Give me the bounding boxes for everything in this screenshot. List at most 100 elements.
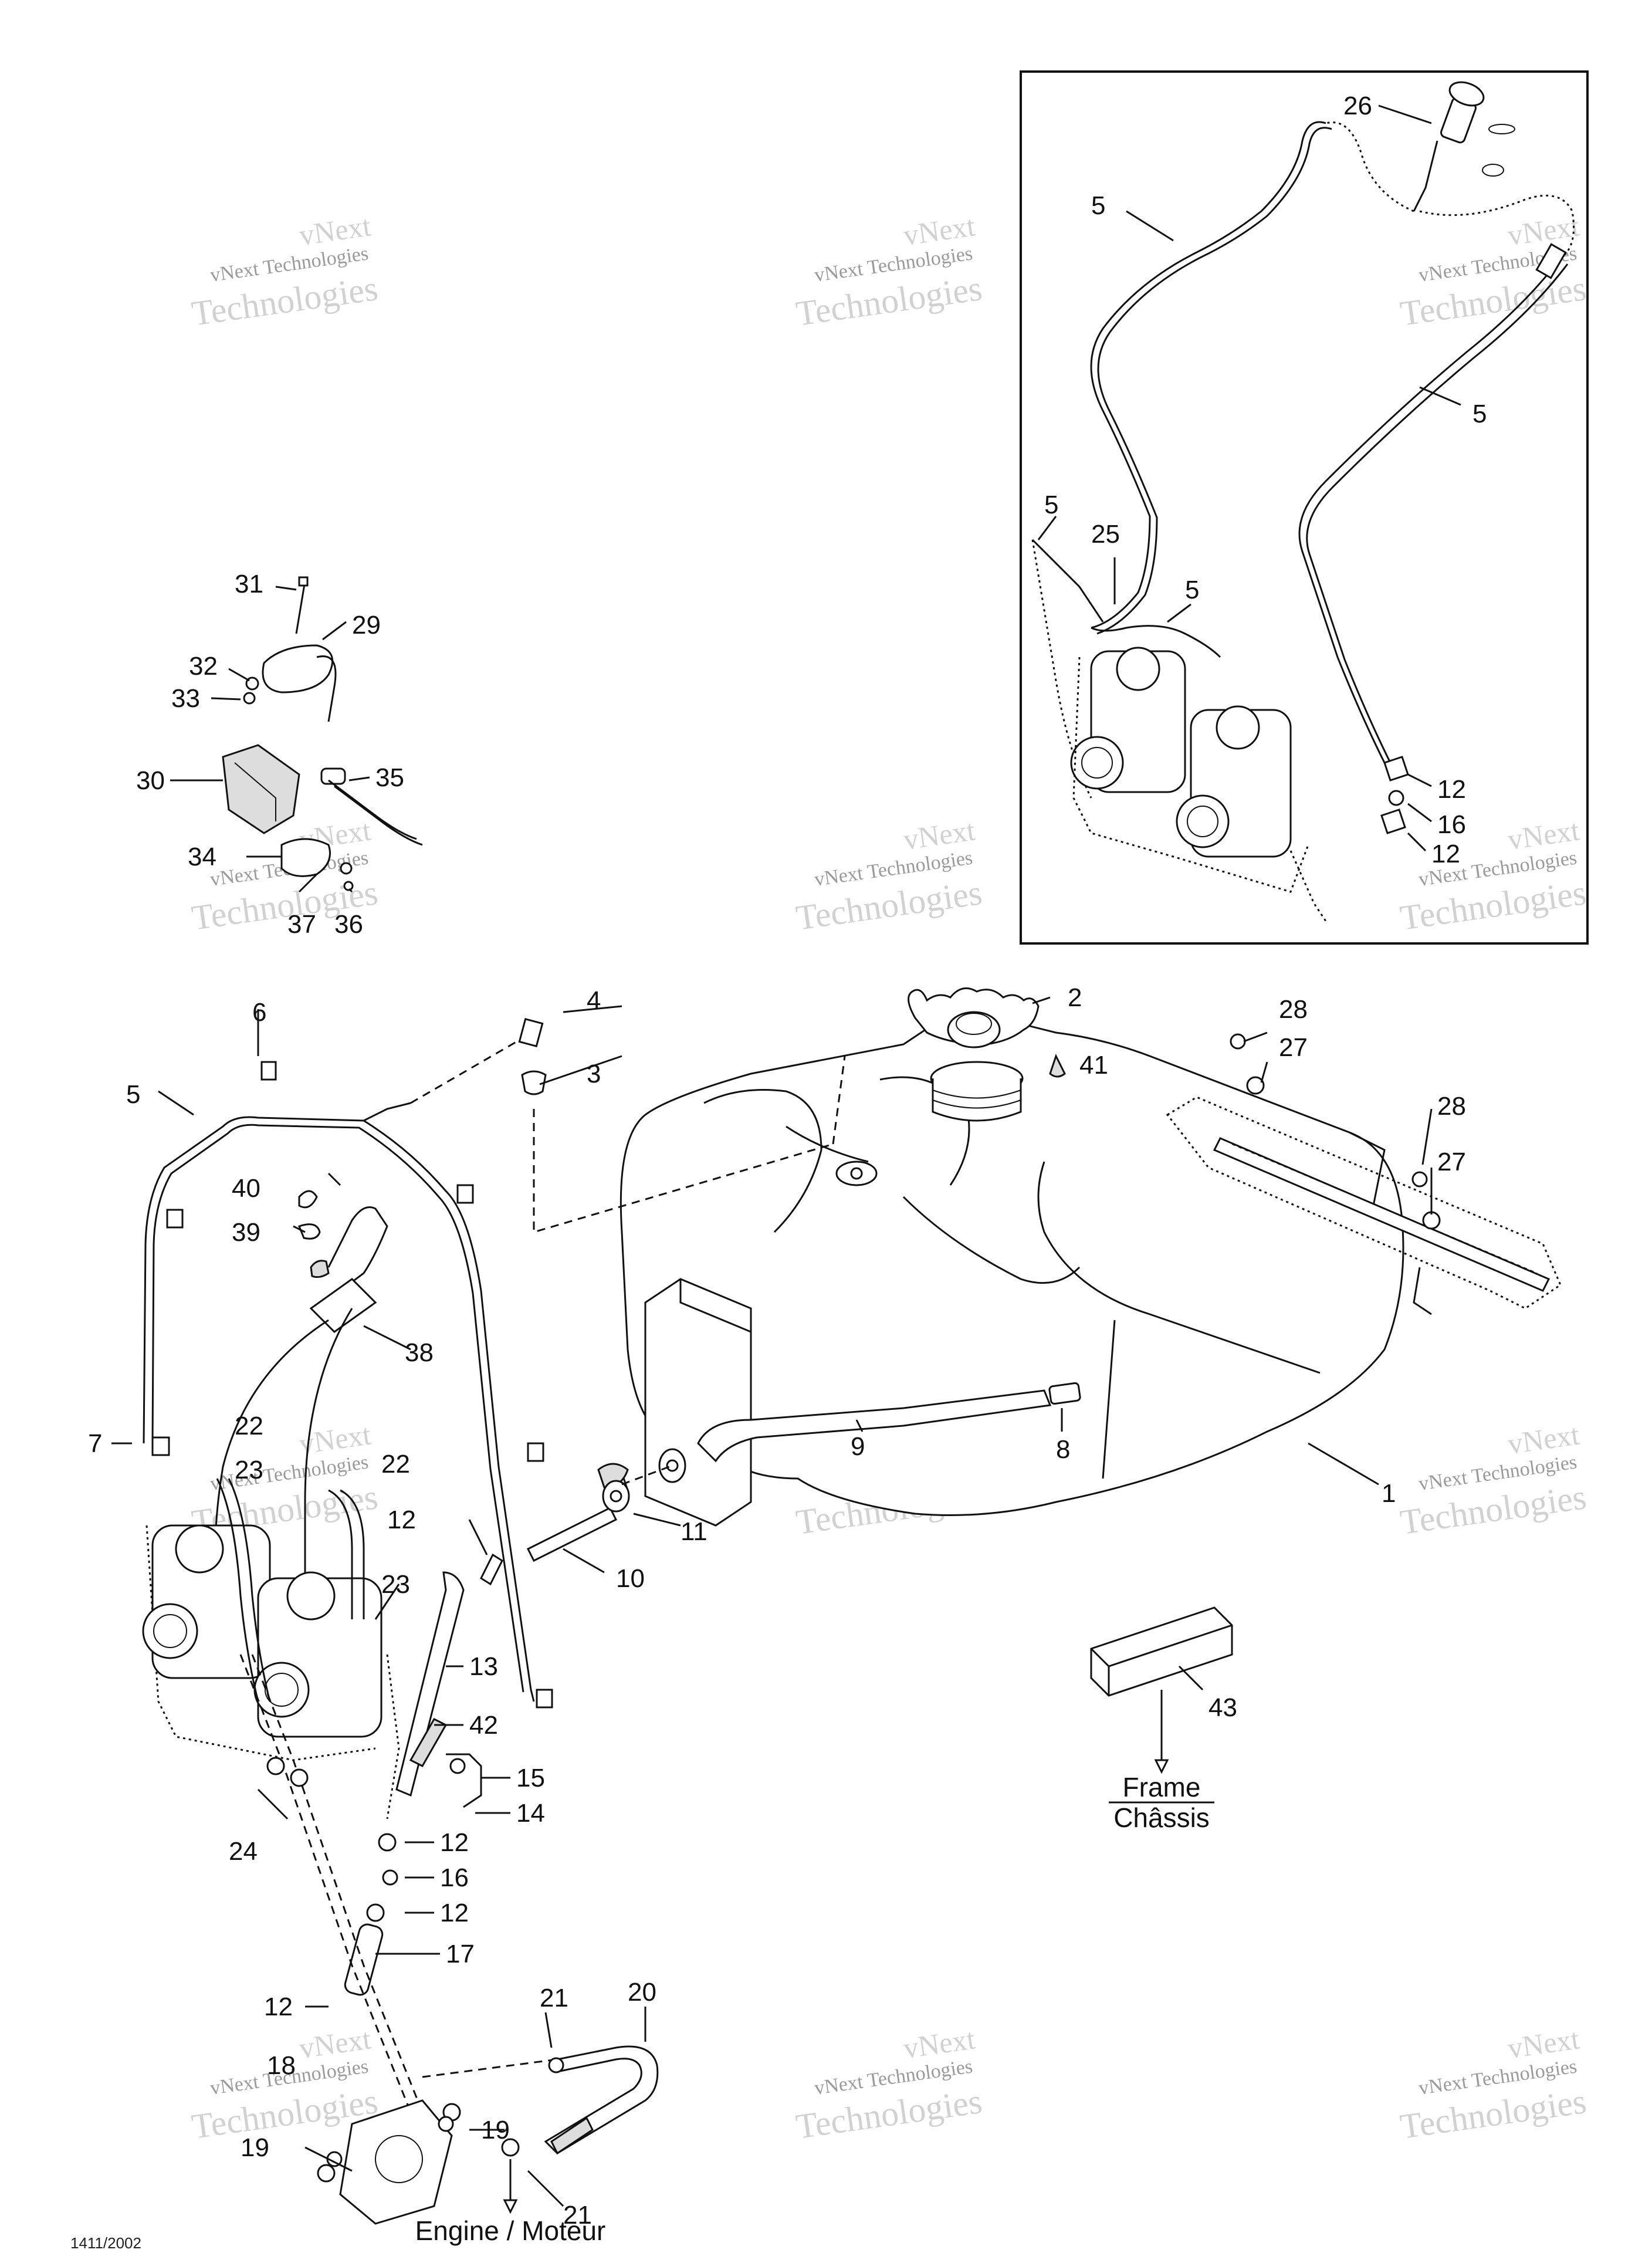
callout-26: 26 (1343, 92, 1372, 120)
cable-clip (527, 1442, 544, 1462)
tank-fitting (526, 1464, 673, 1562)
callout-23: 23 (381, 1570, 410, 1599)
main-carburetors (142, 1478, 400, 1819)
primer-cable (1090, 121, 1326, 629)
callout-32: 32 (189, 652, 218, 681)
callout-14: 14 (516, 1799, 545, 1828)
watermark: vNext Technologies Technologies vNext (1398, 209, 1589, 333)
document-id: 1411/2002 (70, 2234, 141, 2252)
callout-27: 27 (1279, 1033, 1308, 1062)
callout-12: 12 (440, 1828, 469, 1857)
inset-clamps (1380, 756, 1409, 834)
callout-24: 24 (229, 1837, 258, 1866)
engine-caption: Engine / Moteur (415, 2215, 606, 2246)
callout-5: 5 (1472, 400, 1487, 428)
callout-6: 6 (252, 998, 266, 1027)
callout-39: 39 (232, 1218, 260, 1247)
watermark: vNext Technologies Technologies vNext (1398, 814, 1589, 938)
lever-housing (262, 644, 334, 694)
callout-12: 12 (264, 1992, 293, 2021)
callout-7: 7 (88, 1429, 102, 1458)
callout-3: 3 (587, 1060, 601, 1088)
callout-22: 22 (381, 1450, 410, 1479)
primer-cable (1325, 121, 1414, 212)
watermark: vNext Technologies Technologies vNext (189, 209, 380, 333)
callout-38: 38 (405, 1338, 434, 1367)
lever-block (222, 744, 300, 834)
watermark: vNext Technologies Technologies vNext (1398, 2022, 1589, 2146)
callout-31: 31 (235, 570, 263, 598)
callout-27: 27 (1437, 1148, 1466, 1176)
watermark: vNext Technologies Technologies vNext (1398, 1418, 1589, 1542)
callout-34: 34 (188, 843, 216, 871)
callout-43: 43 (1208, 1693, 1237, 1722)
callout-10: 10 (616, 1564, 645, 1593)
callout-20: 20 (628, 1978, 656, 2007)
callout-42: 42 (469, 1711, 498, 1740)
callout-33: 33 (171, 684, 200, 713)
callout-22: 22 (235, 1412, 263, 1440)
fuel-pickup-line (697, 1389, 1052, 1463)
callout-12: 12 (387, 1506, 416, 1534)
frame-caption: Frame (1123, 1772, 1201, 1802)
captions: Frame Châssis Engine / Moteur 1411/2002 (70, 1772, 1214, 2252)
callouts: 26 5 5 5 25 5 12 16 12 31 29 32 33 30 35… (88, 92, 1487, 2230)
callout-37: 37 (287, 910, 316, 939)
leader-lines (111, 104, 1461, 2207)
cable-clip (166, 1209, 184, 1229)
callout-11: 11 (681, 1517, 707, 1546)
frame-channel (1090, 1606, 1233, 1697)
callout-25: 25 (1091, 520, 1120, 549)
primer-cable (1298, 258, 1562, 763)
watermark: vNext Technologies Technologies vNext (794, 814, 984, 938)
inset-border (1020, 70, 1589, 945)
callout-41: 41 (1079, 1051, 1108, 1080)
choke-lever-assembly (222, 576, 423, 891)
callout-19: 19 (241, 2133, 269, 2162)
callout-35: 35 (375, 763, 404, 792)
callout-36: 36 (334, 910, 363, 939)
primer-knob (1413, 81, 1515, 212)
callout-16: 16 (440, 1863, 469, 1892)
fuel-pump (317, 1463, 659, 2225)
cable-clip (151, 1436, 170, 1456)
callout-8: 8 (1056, 1435, 1070, 1464)
inset-detail (1020, 70, 1589, 945)
inset-carburetors (1031, 539, 1327, 922)
callout-13: 13 (469, 1652, 498, 1681)
callout-28: 28 (1279, 995, 1308, 1024)
chassis-caption: Châssis (1113, 1802, 1210, 1833)
vent-valve (1049, 1054, 1066, 1078)
callout-2: 2 (1068, 983, 1082, 1012)
cable-clip (260, 1061, 277, 1081)
callout-15: 15 (516, 1764, 545, 1792)
callout-28: 28 (1437, 1092, 1466, 1121)
callout-12: 12 (1437, 775, 1466, 804)
callout-23: 23 (235, 1456, 263, 1484)
cable-clip (1535, 243, 1567, 279)
callout-5: 5 (1185, 576, 1199, 604)
callout-21: 21 (563, 2201, 592, 2230)
primer-cable (1306, 263, 1569, 766)
watermark: vNext Technologies Technologies vNext (794, 2022, 984, 2146)
callout-29: 29 (352, 611, 381, 640)
callout-9: 9 (851, 1432, 865, 1461)
tank-support-rail (1166, 1033, 1562, 1315)
tank-side-pad (644, 1278, 752, 1527)
callout-40: 40 (232, 1174, 260, 1203)
left-cable-routing (143, 1017, 547, 1702)
cable-clip (456, 1184, 474, 1204)
fuel-lines (239, 1553, 503, 2113)
callout-12: 12 (1431, 840, 1460, 868)
callout-18: 18 (267, 2051, 296, 2080)
primer-cable (1096, 127, 1332, 635)
callout-30: 30 (136, 766, 165, 795)
callout-12: 12 (440, 1899, 469, 1927)
callout-16: 16 (1437, 810, 1466, 839)
callout-1: 1 (1382, 1479, 1396, 1508)
fuel-cap (908, 987, 1040, 1048)
callout-19: 19 (481, 2116, 510, 2144)
callout-5: 5 (1091, 191, 1105, 220)
callout-4: 4 (587, 986, 601, 1015)
